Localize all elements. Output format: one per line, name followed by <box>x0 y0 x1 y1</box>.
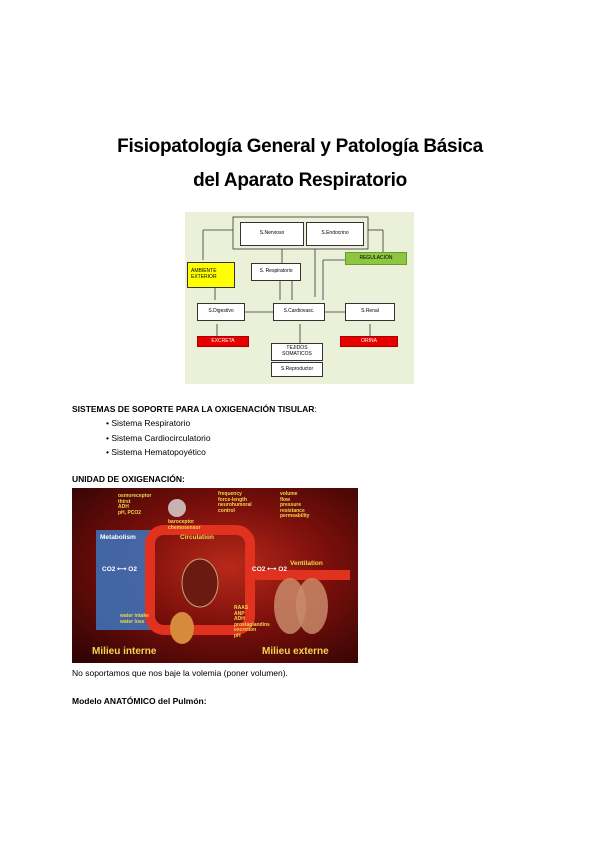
note-volemia: No soportamos que nos baje la volemia (p… <box>72 668 288 678</box>
section-heading-colon: : <box>314 404 317 414</box>
box-nervioso: S.Nervioso <box>240 222 304 246</box>
label-metabolism: Metabolism <box>100 534 136 541</box>
box-reproductor: S.Reproductor <box>271 362 323 377</box>
label-baroceptor: baroceptor chemosensor <box>168 519 201 531</box>
box-orina: ORINA <box>340 336 398 347</box>
title-line-1: Fisiopatología General y Patología Básic… <box>117 136 483 157</box>
oxygenation-illustration <box>96 499 350 644</box>
label-water: water intake water loss <box>120 613 149 625</box>
box-excreta: EXCRETA <box>197 336 249 347</box>
box-regulacion: REGULACIÓN <box>345 252 407 265</box>
heading-modelo-anatomico: Modelo ANATÓMICO del Pulmón: <box>72 696 207 706</box>
list-item: Sistema Respiratorio <box>106 418 211 433</box>
title-line-2: del Aparato Respiratorio <box>193 170 407 191</box>
box-cardiovasc: S.Cardiovasc. <box>273 303 325 321</box>
list-item: Sistema Cardiocirculatorio <box>106 433 210 448</box>
section-heading-unidad: UNIDAD DE OXIGENACIÓN: <box>72 474 185 484</box>
label-co2-o2-left: CO2 ⟷ O2 <box>102 566 137 573</box>
box-respiratorio: S. Respiratorio <box>251 263 301 281</box>
section-heading-soporte: SISTEMAS DE SOPORTE PARA LA OXIGENACIÓN … <box>72 404 317 414</box>
label-volume: volume flow pressure resistance permeabi… <box>280 491 310 519</box>
label-frequency: frequency force-length neurohumoral cont… <box>218 491 252 514</box>
label-milieu-interne: Milieu interne <box>92 646 157 657</box>
section-heading-soporte-text: SISTEMAS DE SOPORTE PARA LA OXIGENACIÓN … <box>72 404 315 414</box>
list-item: Sistema Hematopoyético <box>106 447 211 462</box>
box-renal: S.Renal <box>345 303 395 321</box>
label-milieu-externe: Milieu externe <box>262 646 329 657</box>
box-tejidos: TEJIDOS SOMATICOS <box>271 343 323 361</box>
systems-diagram: S.Nervioso S.Endocrino AMBIENTE EXTERIOR… <box>185 212 414 384</box>
label-osmoreceptor: osmoreceptor thirst ADH pH, PCO2 <box>118 493 152 516</box>
oxygenation-unit-image: osmoreceptor thirst ADH pH, PCO2 barocep… <box>72 488 358 663</box>
label-co2-o2-right: CO2 ⟷ O2 <box>252 566 287 573</box>
box-ambiente: AMBIENTE EXTERIOR <box>187 262 235 288</box>
label-ventilation: Ventilation <box>290 560 323 567</box>
box-digestivo: S.Digestivo <box>197 303 245 321</box>
label-hormones: RAAS ANP ADH prostaglandins excretion pH <box>234 605 270 639</box>
box-endocrino: S.Endocrino <box>306 222 364 246</box>
label-circulation: Circulation <box>180 534 214 541</box>
support-systems-list: Sistema Respiratorio Sistema Cardiocircu… <box>106 418 211 462</box>
